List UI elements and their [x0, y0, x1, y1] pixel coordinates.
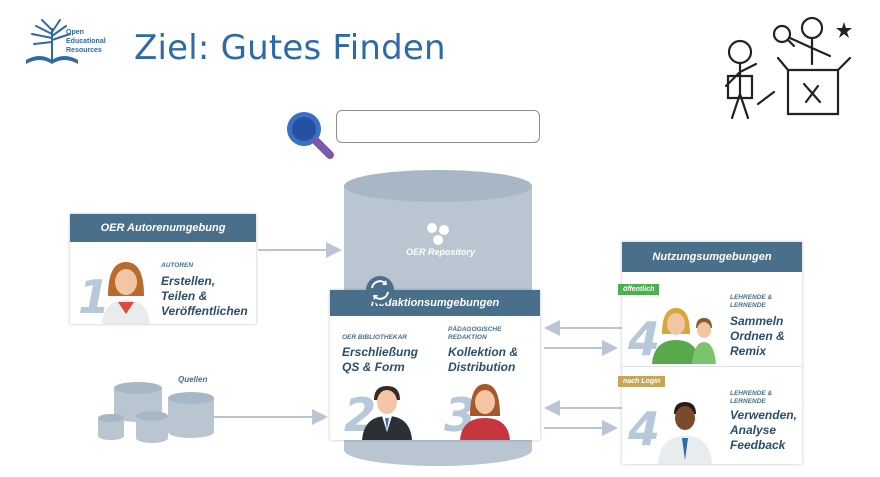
redaktion-left-line2: QS & Form [342, 360, 405, 374]
repository-label: OER Repository [406, 247, 476, 257]
nutzung-panel: Nutzungsumgebungen öffentlich 4 LEHRENDE… [618, 242, 802, 464]
redaktion-right-role: PÄDAGOGISCHE REDAKTION [448, 326, 501, 342]
refresh-icon [366, 276, 394, 304]
autor-line2: Teilen & [161, 289, 208, 303]
nutzung-bottom-role2: LERNENDE [730, 398, 766, 405]
redaktion-left-line1: Erschließung [342, 345, 419, 359]
nutzung-top-line3: Remix [730, 344, 767, 358]
editor-avatar [460, 384, 510, 440]
nutzung-bottom-line1: Verwenden, [730, 408, 797, 422]
nutzung-top-line1: Sammeln [730, 314, 784, 328]
redaktion-panel-header: Redaktionsumgebungen [330, 290, 540, 316]
people-tools-illustration [724, 16, 852, 120]
oer-logo: Open Educational Resources [22, 16, 122, 68]
quellen-label: Quellen [178, 375, 208, 384]
author-avatar [102, 262, 150, 324]
nutzung-bottom-number: 4 [628, 402, 661, 456]
redaktion-right-role2: REDAKTION [448, 334, 487, 341]
logo-line2: Educational [66, 38, 106, 45]
autor-text: Erstellen, Teilen & Veröffentlichen [161, 274, 248, 319]
search-icon[interactable] [282, 108, 336, 162]
autor-role: AUTOREN [161, 262, 194, 269]
login-user-avatar [658, 402, 712, 464]
nutzung-bottom-text: Verwenden, Analyse Feedback [730, 408, 797, 453]
redaktion-left-role: OER BIBLIOTHEKAR [342, 334, 407, 341]
book-tree-icon [26, 19, 78, 64]
page-title: Ziel: Gutes Finden [134, 28, 446, 68]
autor-line1: Erstellen, [161, 274, 216, 288]
tag-oeffentlich: öffentlich [618, 284, 660, 295]
logo-line1: Open [66, 29, 84, 36]
nutzung-top-role: LEHRENDE & LERNENDE [730, 294, 772, 310]
redaktion-right-role1: PÄDAGOGISCHE [448, 326, 502, 333]
librarian-avatar [362, 386, 412, 440]
redaktion-right-text: Kollektion & Distribution [448, 345, 518, 375]
redaktion-panel: Redaktionsumgebungen OER BIBLIOTHEKAR Er… [330, 290, 540, 442]
nutzung-bottom-line3: Feedback [730, 438, 786, 452]
redaktion-right-line2: Distribution [448, 360, 516, 374]
nutzung-top-text: Sammeln Ordnen & Remix [730, 314, 785, 359]
logo-line3: Resources [66, 47, 102, 54]
nutzung-top-line2: Ordnen & [730, 329, 785, 343]
redaktion-right-line1: Kollektion & [448, 345, 519, 359]
nutzung-divider [622, 366, 802, 367]
tag-nach-login: nach Login [618, 376, 666, 387]
quellen-database-icons [98, 382, 214, 443]
nutzung-top-role2: LERNENDE [730, 302, 766, 309]
nutzung-top-role1: LEHRENDE & [730, 294, 773, 301]
nutzung-bottom-role1: LEHRENDE & [730, 390, 773, 397]
autor-line3: Veröffentlichen [161, 304, 248, 318]
redaktion-left-text: Erschließung QS & Form [342, 345, 418, 375]
nutzung-panel-header: Nutzungsumgebungen [622, 242, 802, 272]
autor-panel-header: OER Autorenumgebung [70, 214, 256, 242]
nutzung-bottom-role: LEHRENDE & LERNENDE [730, 390, 772, 406]
search-input[interactable] [336, 110, 540, 143]
learners-avatar [652, 308, 716, 364]
nutzung-bottom-line2: Analyse [730, 423, 777, 437]
autor-panel: OER Autorenumgebung 1 AUTOREN Erstellen,… [70, 214, 256, 324]
